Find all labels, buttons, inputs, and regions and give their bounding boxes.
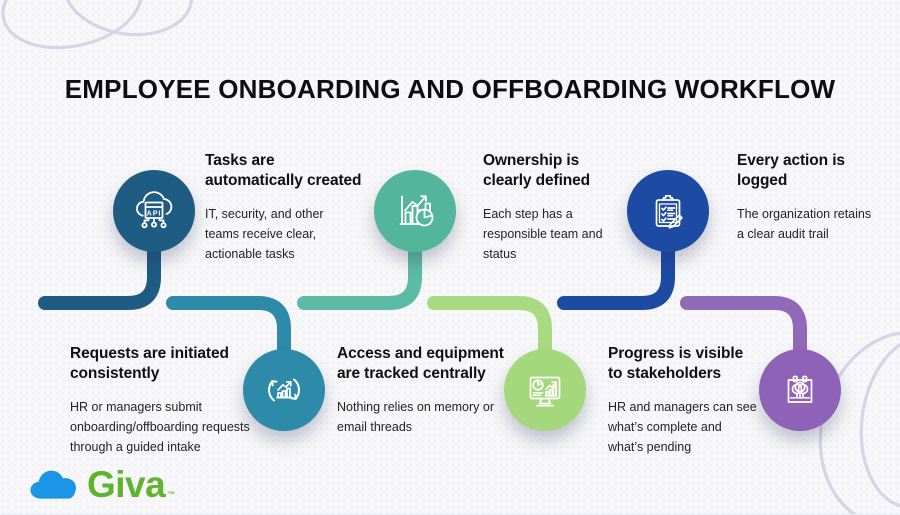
step-title: Requests are initiated consistently [70, 345, 229, 382]
connector-segment-requests [166, 296, 291, 369]
step-node-tasks-created: API [113, 170, 195, 252]
step-node-requests-initiated [243, 349, 325, 431]
clipboard-checklist-icon [655, 194, 683, 229]
connector-segment-progress [680, 296, 807, 369]
step-node-access-tracked [504, 349, 586, 431]
step-node-ownership-defined [374, 170, 456, 252]
connector-segment-tasks [38, 233, 161, 310]
step-description: Nothing relies on memory or email thread… [337, 399, 495, 434]
svg-text:API: API [147, 210, 162, 217]
page-title: EMPLOYEE ONBOARDING AND OFFBOARDING WORK… [64, 74, 836, 104]
api-cloud-icon: API [136, 191, 173, 229]
connector-segment-logged [557, 233, 675, 310]
step-description: IT, security, and other teams receive cl… [205, 206, 324, 262]
step-text-ownership-defined: Ownership is clearly defined Each step h… [483, 151, 648, 264]
monitor-analytics-icon [529, 376, 561, 407]
step-node-actions-logged [627, 170, 709, 252]
chart-pie-growth-icon [399, 195, 434, 227]
step-text-actions-logged: Every action is logged The organization … [737, 151, 895, 244]
logo-text: Giva [87, 463, 166, 505]
giva-logo: Giva ™ [28, 463, 176, 505]
calendar-celebration-icon [787, 375, 813, 403]
step-title: Ownership is clearly defined [483, 152, 591, 189]
step-title: Tasks are automatically created [205, 152, 362, 189]
step-description: The organization retains a clear audit t… [737, 206, 872, 241]
cycle-growth-icon [268, 378, 300, 402]
step-description: HR or managers submit onboarding/offboar… [70, 399, 250, 455]
step-title: Progress is visible to stakeholders [608, 345, 744, 382]
step-text-tasks-created: Tasks are automatically created IT, secu… [205, 151, 380, 264]
logo-trademark: ™ [167, 490, 176, 499]
step-description: HR and managers can see what’s complete … [608, 399, 757, 455]
step-title: Access and equipment are tracked central… [337, 345, 504, 382]
step-text-access-tracked: Access and equipment are tracked central… [337, 344, 532, 437]
connector-segment-ownership [297, 233, 422, 310]
step-text-requests-initiated: Requests are initiated consistently HR o… [70, 344, 325, 457]
step-text-progress-visible: Progress is visible to stakeholders HR a… [608, 344, 778, 457]
step-title: Every action is logged [737, 152, 845, 189]
connector-segment-access [427, 296, 552, 369]
cloud-icon [30, 470, 76, 499]
step-description: Each step has a responsible team and sta… [483, 206, 603, 262]
